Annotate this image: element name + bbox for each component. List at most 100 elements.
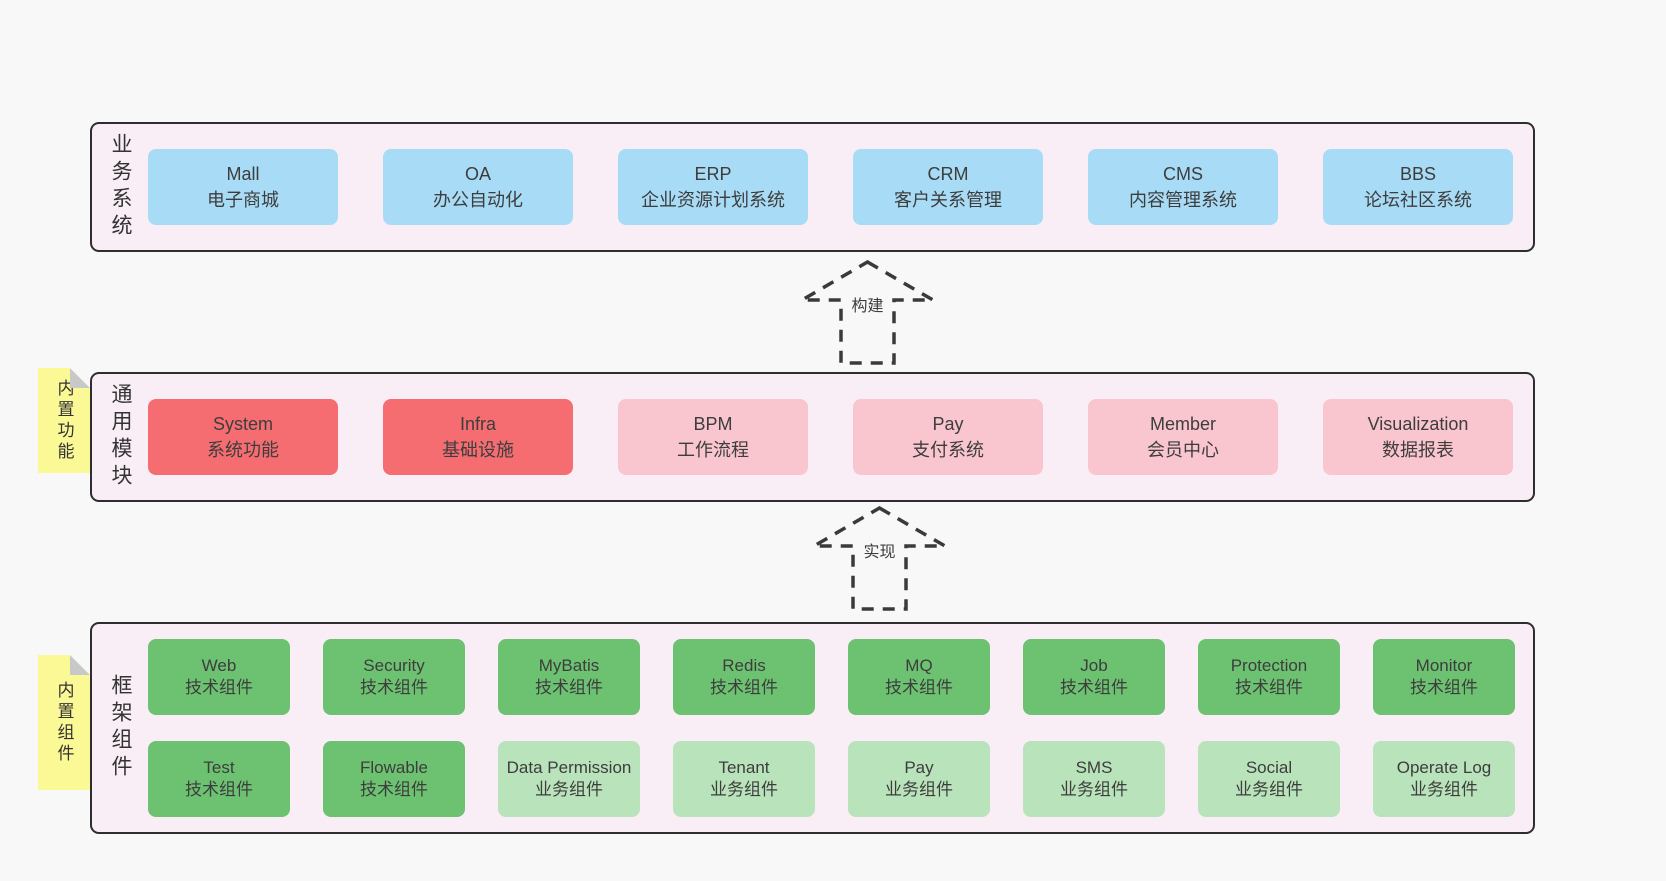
- arrow-label: 实现: [860, 537, 899, 563]
- box-subtitle: 技术组件: [885, 678, 953, 697]
- up-arrow-shape: [800, 260, 935, 365]
- box-data-permission: Data Permission 业务组件: [498, 741, 640, 817]
- box-title: Test: [203, 757, 235, 777]
- box-title: Member: [1149, 413, 1216, 434]
- note-text: 内置功能: [54, 378, 74, 463]
- box-cms: CMS 内容管理系统: [1088, 149, 1278, 225]
- box-title: Tenant: [718, 757, 770, 777]
- common-modules-boxes: System 系统功能 Infra 基础设施 BPM 工作流程 Pay 支付系统…: [148, 374, 1533, 500]
- box-subtitle: 业务组件: [1060, 780, 1128, 799]
- box-subtitle: 技术组件: [360, 678, 428, 697]
- box-subtitle: 企业资源计划系统: [641, 190, 785, 210]
- box-social: Social 业务组件: [1198, 741, 1340, 817]
- framework-components-grid: Web 技术组件 Security 技术组件 MyBatis 技术组件 Redi…: [148, 624, 1535, 832]
- box-subtitle: 技术组件: [360, 780, 428, 799]
- layer-common-modules: 通用模块 System 系统功能 Infra 基础设施 BPM 工作流程 Pay…: [90, 372, 1535, 502]
- box-title: Pay: [932, 413, 964, 434]
- box-title: MQ: [905, 655, 933, 675]
- box-subtitle: 电子商城: [207, 190, 279, 210]
- box-security: Security 技术组件: [323, 639, 465, 715]
- box-subtitle: 内容管理系统: [1129, 190, 1237, 210]
- box-bbs: BBS 论坛社区系统: [1323, 149, 1513, 225]
- box-title: Operate Log: [1396, 757, 1492, 777]
- box-redis: Redis 技术组件: [673, 639, 815, 715]
- box-title: Data Permission: [506, 757, 632, 777]
- box-bpm: BPM 工作流程: [618, 399, 808, 475]
- box-title: ERP: [694, 163, 732, 184]
- box-protection: Protection 技术组件: [1198, 639, 1340, 715]
- box-title: Web: [201, 655, 237, 675]
- layer-label-framework-components: 框架组件: [92, 624, 148, 832]
- box-pay-biz: Pay 业务组件: [848, 741, 990, 817]
- box-subtitle: 技术组件: [710, 678, 778, 697]
- box-subtitle: 技术组件: [1235, 678, 1303, 697]
- box-tenant: Tenant 业务组件: [673, 741, 815, 817]
- box-title: CMS: [1163, 163, 1203, 184]
- box-subtitle: 技术组件: [1410, 678, 1478, 697]
- box-title: Flowable: [359, 757, 429, 777]
- box-title: System: [212, 413, 273, 434]
- box-subtitle: 会员中心: [1147, 440, 1219, 460]
- layer-framework-components: 框架组件 Web 技术组件 Security 技术组件 MyBatis 技术组件…: [90, 622, 1535, 834]
- box-crm: CRM 客户关系管理: [853, 149, 1043, 225]
- box-subtitle: 业务组件: [885, 780, 953, 799]
- box-subtitle: 技术组件: [535, 678, 603, 697]
- box-title: MyBatis: [538, 655, 600, 675]
- box-subtitle: 数据报表: [1382, 440, 1454, 460]
- box-title: BPM: [693, 413, 733, 434]
- box-subtitle: 业务组件: [710, 780, 778, 799]
- box-title: SMS: [1075, 757, 1113, 777]
- box-job: Job 技术组件: [1023, 639, 1165, 715]
- box-subtitle: 客户关系管理: [894, 190, 1002, 210]
- box-title: Redis: [722, 655, 766, 675]
- box-oa: OA 办公自动化: [383, 149, 573, 225]
- box-title: Monitor: [1415, 655, 1473, 675]
- box-monitor: Monitor 技术组件: [1373, 639, 1515, 715]
- box-title: Security: [363, 655, 425, 675]
- framework-row-1: Web 技术组件 Security 技术组件 MyBatis 技术组件 Redi…: [148, 639, 1515, 715]
- layer-label-common-modules: 通用模块: [92, 374, 148, 500]
- note-built-in-features: 内置功能: [38, 368, 90, 473]
- framework-row-2: Test 技术组件 Flowable 技术组件 Data Permission …: [148, 741, 1515, 817]
- box-title: Infra: [459, 413, 497, 434]
- box-visualization: Visualization 数据报表: [1323, 399, 1513, 475]
- box-title: Visualization: [1367, 413, 1469, 434]
- note-built-in-components: 内置组件: [38, 655, 90, 790]
- box-title: BBS: [1399, 163, 1437, 184]
- box-subtitle: 业务组件: [1235, 780, 1303, 799]
- box-mq: MQ 技术组件: [848, 639, 990, 715]
- note-fold-corner: [70, 368, 90, 388]
- box-title: OA: [464, 163, 491, 184]
- box-subtitle: 技术组件: [185, 780, 253, 799]
- box-title: CRM: [927, 163, 969, 184]
- implement-arrow: 实现: [812, 506, 947, 611]
- arrow-label: 构建: [848, 291, 887, 317]
- box-title: Pay: [904, 757, 934, 777]
- box-subtitle: 技术组件: [185, 678, 253, 697]
- layer-label-text: 通用模块: [109, 383, 132, 491]
- up-arrow-shape: [812, 506, 947, 611]
- box-member: Member 会员中心: [1088, 399, 1278, 475]
- box-subtitle: 系统功能: [207, 440, 279, 460]
- layer-label-text: 框架组件: [109, 674, 132, 782]
- box-operate-log: Operate Log 业务组件: [1373, 741, 1515, 817]
- box-flowable: Flowable 技术组件: [323, 741, 465, 817]
- layer-label-text: 业务系统: [109, 133, 132, 241]
- box-system: System 系统功能: [148, 399, 338, 475]
- box-web: Web 技术组件: [148, 639, 290, 715]
- box-title: Job: [1080, 655, 1108, 675]
- build-arrow: 构建: [800, 260, 935, 365]
- box-subtitle: 办公自动化: [433, 190, 523, 210]
- box-sms: SMS 业务组件: [1023, 741, 1165, 817]
- box-subtitle: 业务组件: [535, 780, 603, 799]
- box-subtitle: 工作流程: [677, 440, 749, 460]
- box-mall: Mall 电子商城: [148, 149, 338, 225]
- box-test: Test 技术组件: [148, 741, 290, 817]
- box-title: Social: [1245, 757, 1293, 777]
- box-subtitle: 支付系统: [912, 440, 984, 460]
- layer-label-business-systems: 业务系统: [92, 124, 148, 250]
- box-subtitle: 技术组件: [1060, 678, 1128, 697]
- box-subtitle: 业务组件: [1410, 780, 1478, 799]
- box-title: Protection: [1230, 655, 1308, 675]
